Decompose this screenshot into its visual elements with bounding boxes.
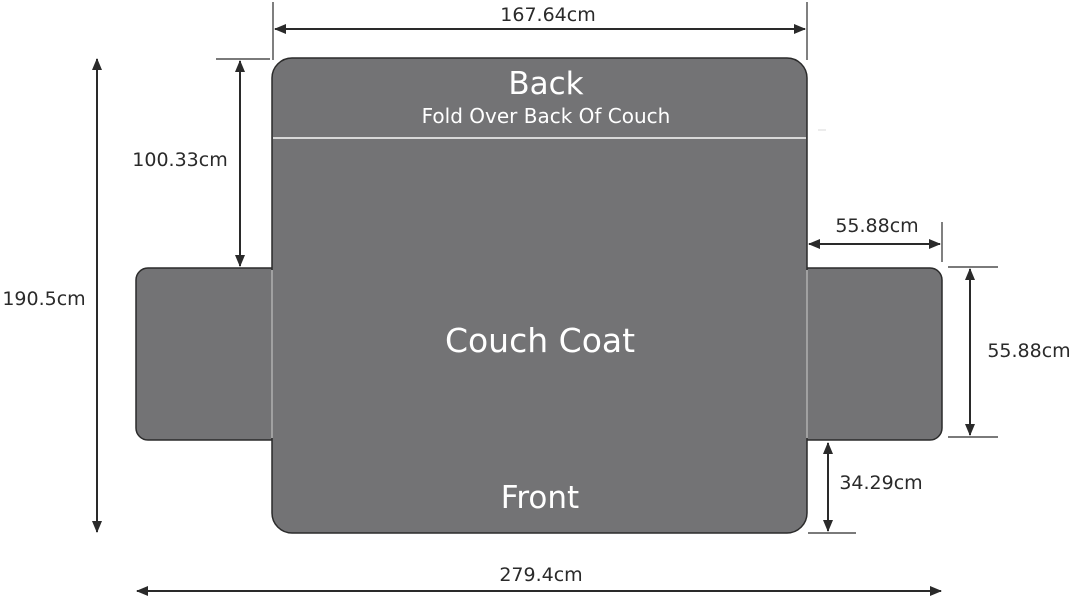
top-width-label: 167.64cm: [500, 4, 595, 26]
top-width-dimension: 167.64cm: [272, 2, 808, 60]
total-width-label: 279.4cm: [499, 564, 582, 586]
front-label: Front: [501, 480, 579, 516]
arm-height-dimension: 55.88cm: [948, 266, 1071, 438]
back-depth-dimension: 100.33cm: [132, 58, 270, 267]
arm-height-label: 55.88cm: [987, 340, 1070, 362]
total-height-label: 190.5cm: [2, 288, 85, 310]
cover-shape: [135, 57, 943, 534]
total-width-dimension: 279.4cm: [136, 564, 942, 596]
back-subtitle: Fold Over Back Of Couch: [422, 104, 671, 128]
right-arm-panel: [791, 267, 943, 441]
total-height-dimension: 190.5cm: [2, 58, 102, 533]
back-depth-label: 100.33cm: [132, 149, 227, 171]
back-label: Back: [508, 66, 583, 102]
arm-width-label: 55.88cm: [835, 215, 918, 237]
arm-width-dimension: 55.88cm: [808, 215, 943, 262]
left-arm-panel: [135, 267, 287, 441]
main-panel: [271, 57, 808, 534]
couch-coat-label: Couch Coat: [445, 321, 635, 360]
arm-to-front-label: 34.29cm: [839, 472, 922, 494]
arm-to-front-dimension: 34.29cm: [808, 442, 923, 534]
